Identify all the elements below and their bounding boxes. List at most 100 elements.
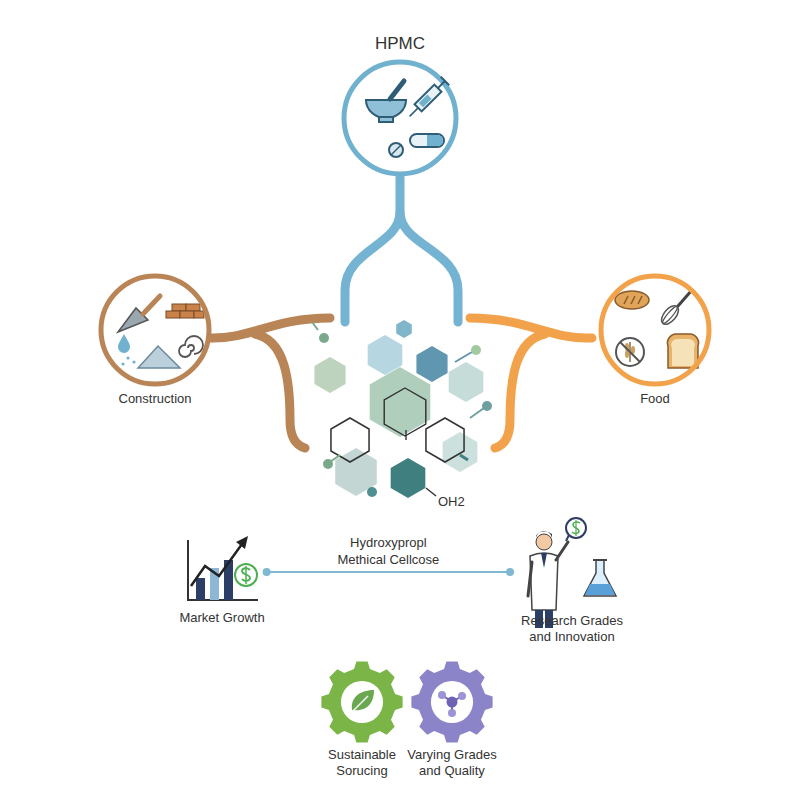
food-icons [658,303,681,328]
scientist-icon [575,520,576,536]
node-label: Market Growth [179,610,264,626]
construction-icons [143,296,160,314]
food-icons [678,290,692,306]
pharma-circle [379,117,393,122]
molecule-illustration [319,333,329,343]
branch-lines [345,176,400,322]
circle-outline [601,276,709,384]
market-growth-icon [235,564,257,586]
molecule-atom [458,692,466,700]
gear-outline [411,661,492,742]
molecule-illustration [370,367,431,437]
food-icons [671,339,695,366]
branch-lines [255,334,305,448]
pharma-circle [415,85,442,112]
market-growth-icon [245,566,247,584]
molecule-illustration [426,488,436,496]
construction-icons [101,276,209,384]
scientist-icon [528,518,616,628]
icon-node: Market Growth [179,535,264,626]
icon-node: Research Grades and Innovation [512,518,632,646]
market-growth-icon [196,578,205,600]
connector-label: Hydroxypropl Methical Cellcose [322,534,454,570]
pharma-circle [344,62,456,174]
molecule-illustration [470,408,484,418]
scientist-icon [541,553,547,568]
food-icons [661,305,679,325]
node-figure [597,272,713,388]
market-growth-icon [188,536,258,600]
branch-lines [495,334,545,448]
molecule-illustration [314,357,345,393]
scientist-icon [556,542,568,560]
food-icons [601,276,709,384]
molecule-atom [438,691,446,699]
node-label: Research Grades and Innovation [512,613,632,646]
node-label: Construction [119,391,192,407]
molecule-illustration [460,455,468,460]
node-figure [522,518,622,610]
food-icons [638,296,642,304]
pharma-circle [438,81,445,88]
construction-icons [172,304,186,311]
pharma-circle [366,100,406,118]
pharma-circle [427,135,443,146]
pharma-circle [344,62,456,174]
molecule-illustration [396,320,412,338]
node-figure [182,535,262,607]
pharma-circle [410,108,418,116]
node-label: Food [640,391,670,407]
construction-icons [101,276,209,384]
construction-icons [180,311,194,318]
molecule-illustration [455,352,472,362]
connector-end-dot [263,568,271,576]
molecule-illustration [482,401,492,411]
construction-icons [186,304,200,311]
pharma-circle [410,134,444,147]
molecule-illustration [471,345,481,355]
pharma-circle [391,145,401,155]
food-icons [616,338,644,366]
market-growth-icon [236,536,248,549]
molecule-illustration [335,448,377,496]
scientist-icon [584,560,616,596]
molecule-illustration [391,458,426,498]
food-icons [601,276,709,384]
scientist-icon [585,584,615,595]
diagram-title: HPMC [0,34,800,54]
construction-icons [138,346,180,368]
food-icons [615,291,649,309]
molecule-illustration [312,320,492,498]
gear-hub [431,681,473,723]
pharma-circle [405,77,449,121]
scientist-icon [593,559,607,561]
molecule-illustration [449,362,484,402]
molecule-illustration [323,459,333,469]
leaf-vein [351,696,368,713]
branch-lines [400,212,458,322]
molecule-atom [447,697,458,708]
construction-icons [126,356,129,359]
molecule-illustration [443,432,478,472]
pharma-circle [419,94,432,107]
food-icons [624,296,628,304]
molecule-atom [448,709,456,717]
pharma-circle [389,143,403,157]
gear-outline [321,661,402,742]
construction-icons [118,334,130,353]
circle-outline [101,276,209,384]
molecule-illustration [312,322,318,330]
molecule-illustration [367,487,377,497]
molecule-illustration [405,430,406,440]
construction-icons [179,336,203,357]
construction-icons [121,362,124,365]
molecule-illustration [384,388,426,436]
construction-icons [194,311,204,318]
node-figure [97,272,213,388]
pharma-circle [441,77,449,85]
node-label: Varying Grades and Quality [404,747,500,780]
branch-lines [208,176,592,448]
gear-hub [341,681,383,723]
connector-end-dot [506,568,514,576]
market-growth-icon [191,544,242,586]
